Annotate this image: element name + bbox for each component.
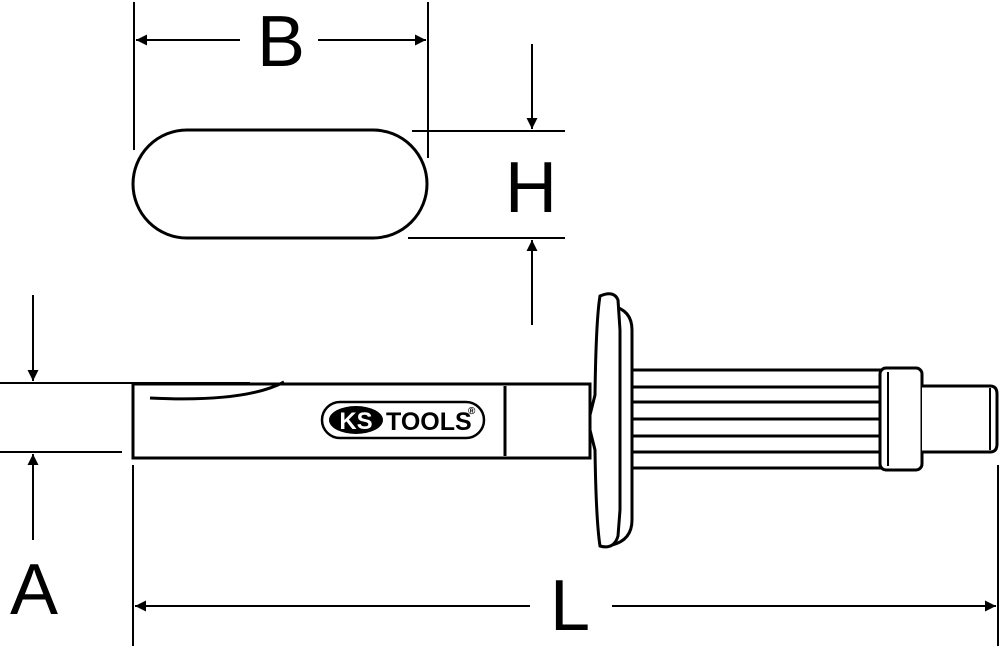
logo-suffix: TOOLS (386, 408, 472, 436)
dimension-b-label: B (257, 2, 305, 82)
registered-mark: ® (468, 406, 476, 417)
dimension-a-label: A (10, 550, 58, 630)
collar-ring (878, 366, 924, 472)
dimension-l (132, 465, 999, 646)
cross-section-profile (131, 128, 429, 240)
ks-tools-logo: KS TOOLS ® (320, 400, 486, 440)
logo-prefix: KS (339, 408, 372, 435)
dimension-h (408, 44, 565, 325)
hand-guard (588, 292, 622, 549)
dimension-a (0, 295, 250, 540)
striking-end (922, 384, 999, 454)
dimension-h-label: H (505, 148, 557, 228)
cutting-edge (149, 380, 285, 401)
grip-ribs (632, 385, 882, 454)
dimension-l-label: L (550, 566, 590, 646)
